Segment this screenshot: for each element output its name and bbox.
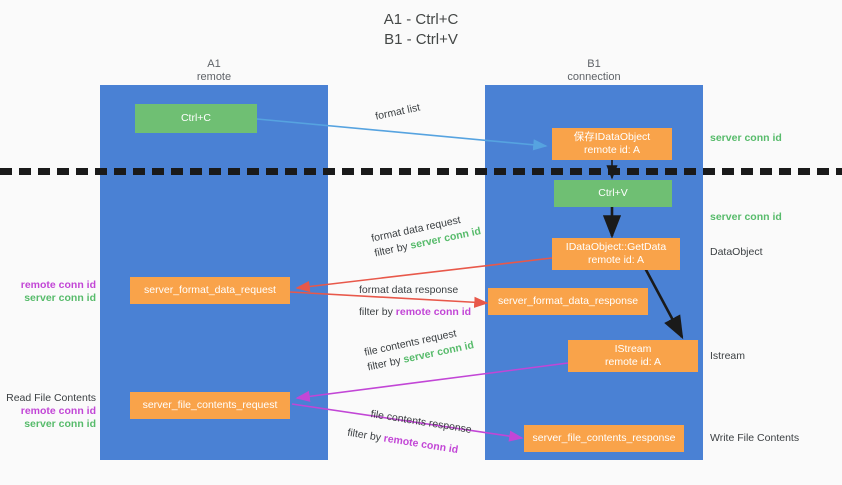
node-getdata-label: IDataObject::GetData	[565, 241, 667, 253]
annotation-remote-conn-id: remote conn id	[20, 279, 96, 291]
annotation-right-istream: Istream	[710, 350, 745, 363]
annotation-left-conn-ids: remote conn id server conn id	[0, 279, 96, 305]
annotation-text: Istream	[710, 350, 746, 362]
edge-label-format-data-request: format data request filter by server con…	[370, 209, 482, 261]
lane-a1-sub: remote	[196, 71, 232, 83]
filter-prefix: filter by	[346, 426, 385, 445]
node-getdata-sublabel: remote id: A	[587, 254, 645, 266]
lane-a1-name: A1	[207, 58, 221, 70]
node-save-dataobject-sublabel: remote id: A	[583, 144, 641, 156]
edge-label-format-data-response: format data response filter by remote co…	[359, 283, 471, 320]
annotation-read-file-contents-title: Read File Contents	[6, 392, 96, 404]
node-ctrl-v[interactable]: Ctrl+V	[554, 180, 672, 207]
edge-label-format-list: format list	[374, 101, 422, 125]
filter-value-remote-conn-id: remote conn id	[382, 432, 460, 457]
phase-divider-line	[0, 168, 842, 175]
filter-prefix: filter by	[359, 306, 396, 318]
lane-header-b1: B1 connection	[485, 58, 703, 84]
node-ctrl-c[interactable]: Ctrl+C	[135, 104, 257, 133]
node-ctrl-v-label: Ctrl+V	[598, 187, 628, 199]
annotation-right-server-conn-id-1: server conn id	[710, 132, 782, 145]
node-server-file-contents-response-label: server_file_contents_response	[532, 432, 676, 444]
annotation-right-write-file-contents: Write File Contents	[710, 432, 799, 445]
annotation-server-conn-id: server conn id	[24, 292, 96, 304]
edge-label-format-data-response-filter: filter by remote conn id	[359, 305, 471, 320]
node-server-file-contents-request[interactable]: server_file_contents_request	[130, 392, 290, 419]
node-server-format-data-request-label: server_format_data_request	[144, 284, 276, 296]
annotation-right-dataobject: DataObject	[710, 246, 763, 259]
filter-value-remote-conn-id: remote conn id	[395, 306, 472, 318]
annotation-text: DataObject	[710, 246, 763, 258]
node-server-format-data-request[interactable]: server_format_data_request	[130, 277, 290, 304]
node-server-file-contents-response[interactable]: server_file_contents_response	[524, 425, 684, 452]
lane-b1-sub: connection	[567, 71, 621, 83]
node-server-file-contents-request-label: server_file_contents_request	[142, 399, 278, 411]
annotation-left-read-file-contents: Read File Contents remote conn id server…	[0, 392, 96, 431]
annotation-text: server conn id	[710, 211, 782, 223]
node-save-dataobject-label: 保存IDataObject	[573, 131, 651, 143]
annotation-remote-conn-id: remote conn id	[20, 405, 96, 417]
node-istream[interactable]: IStream remote id: A	[568, 340, 698, 372]
annotation-right-server-conn-id-2: server conn id	[710, 211, 782, 224]
node-save-dataobject[interactable]: 保存IDataObject remote id: A	[552, 128, 672, 160]
edge-label-file-contents-request: file contents request filter by server c…	[363, 323, 475, 375]
node-istream-label: IStream	[614, 343, 652, 355]
title-line-2: B1 - Ctrl+V	[384, 31, 458, 48]
lane-b1-name: B1	[587, 58, 601, 70]
node-server-format-data-response[interactable]: server_format_data_response	[488, 288, 648, 315]
edge-label-format-list-line1: format list	[374, 101, 422, 123]
annotation-text: Write File Contents	[710, 432, 800, 444]
lane-header-a1: A1 remote	[100, 58, 328, 84]
node-server-format-data-response-label: server_format_data_response	[497, 295, 639, 307]
node-ctrl-c-label: Ctrl+C	[180, 112, 212, 124]
title-line-1: A1 - Ctrl+C	[383, 11, 459, 28]
diagram-title: A1 - Ctrl+C B1 - Ctrl+V	[0, 10, 842, 50]
edge-label-file-contents-response: file contents response filter by remote …	[346, 404, 473, 460]
annotation-server-conn-id: server conn id	[24, 418, 96, 430]
annotation-text: server conn id	[710, 132, 782, 144]
node-getdata[interactable]: IDataObject::GetData remote id: A	[552, 238, 680, 270]
node-istream-sublabel: remote id: A	[604, 356, 662, 368]
edge-label-format-data-response-line1: format data response	[359, 284, 459, 296]
